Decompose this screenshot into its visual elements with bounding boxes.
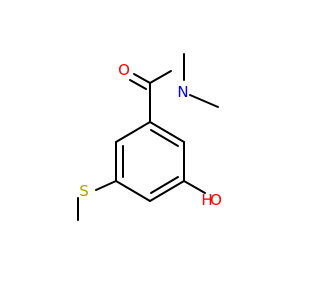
molecule-diagram: O N S O H	[77, 53, 222, 221]
bond-inner-c3-c4	[150, 176, 179, 194]
bond-ring-to-hydroxyl	[183, 180, 206, 194]
atom-label-hydroxyl-oxygen: O	[210, 191, 222, 209]
atom-label-sulfur: S	[79, 182, 89, 200]
bond-carbonyl-c-o-2	[129, 79, 147, 90]
atom-label-carbonyl-oxygen: O	[118, 61, 130, 79]
atom-label-nitrogen: N	[177, 83, 188, 101]
bonds	[77, 53, 219, 221]
bond-ring-c4-c5	[115, 180, 151, 202]
bond-ring-c3-c4	[149, 180, 185, 202]
bond-carbonyl-c-o-1	[133, 73, 151, 84]
bond-n-methyl-right	[189, 94, 219, 108]
bond-ring-c1-c2	[149, 121, 185, 143]
bond-inner-c1-c2	[150, 129, 179, 147]
atom-label-hydroxyl-hydrogen: H	[201, 191, 212, 209]
bond-ring-to-sulfur	[95, 180, 117, 191]
atom-labels: O N S O H	[79, 61, 222, 209]
bond-carbonyl-c-n	[149, 70, 172, 84]
bond-ring-c6-c1	[115, 121, 151, 143]
